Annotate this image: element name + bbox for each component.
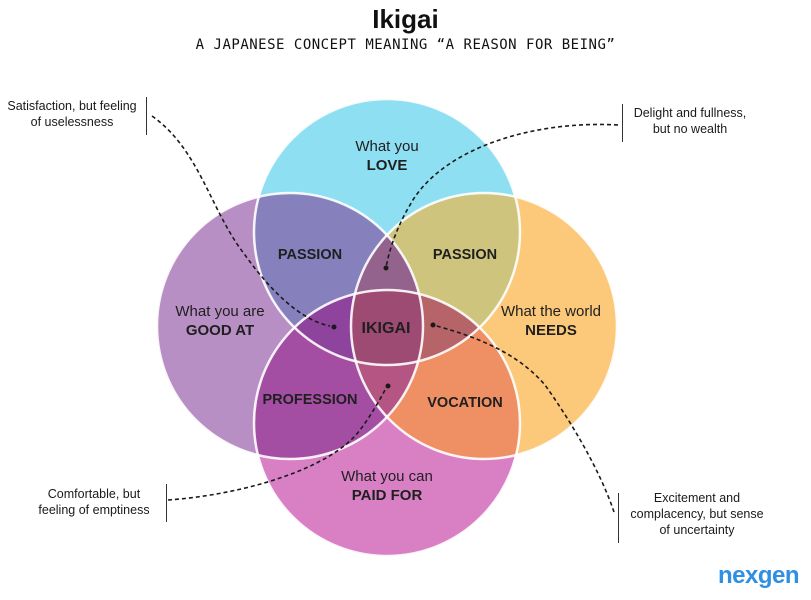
- note-bottom-right-line2: complacency, but sense: [630, 507, 764, 521]
- note-bottom-left-bracket: [166, 484, 167, 522]
- outline-good-at: [155, 191, 425, 461]
- note-bottom-right-bracket: [618, 493, 619, 543]
- connector-bottom-left: [167, 383, 389, 501]
- good-at-label-line2: GOOD AT: [186, 322, 254, 339]
- page-title: Ikigai: [372, 4, 439, 34]
- outline-love: [252, 97, 522, 367]
- vocation-label: VOCATION: [427, 395, 502, 411]
- passion-right-label: PASSION: [433, 247, 497, 263]
- connector-end-dot-tl: [331, 324, 337, 330]
- needs-label-line1: What the world: [501, 303, 601, 320]
- page-subtitle: A JAPANESE CONCEPT MEANING “A REASON FOR…: [195, 37, 616, 53]
- outline-paid-for: [252, 288, 522, 558]
- note-bottom-left-line2: feeling of emptiness: [38, 503, 150, 517]
- connector-top-left: [151, 115, 331, 327]
- paid-for-label-line2: PAID FOR: [352, 487, 423, 504]
- note-top-left: Satisfaction, but feeling of uselessness: [4, 98, 140, 130]
- love-label-line1: What you: [355, 138, 418, 155]
- good-at-label-line1: What you are: [175, 303, 264, 320]
- note-top-right: Delight and fullness, but no wealth: [627, 105, 753, 137]
- note-bottom-right-line3: of uncertainty: [659, 523, 735, 537]
- needs-label-line2: NEEDS: [525, 322, 577, 339]
- note-bottom-left-line1: Comfortable, but: [47, 487, 141, 501]
- passion-left-label: PASSION: [278, 247, 342, 263]
- nexgen-logo: nexgen: [717, 562, 800, 589]
- note-top-left-bracket: [146, 97, 147, 135]
- note-bottom-right: Excitement and complacency, but sense of…: [622, 490, 772, 538]
- note-bottom-right-line1: Excitement and: [653, 491, 741, 505]
- outline-needs: [349, 191, 619, 461]
- paid-for-label-line1: What you can: [341, 468, 433, 485]
- note-top-right-line2: but no wealth: [652, 122, 728, 136]
- love-label-line2: LOVE: [367, 157, 408, 174]
- note-top-left-line1: Satisfaction, but feeling: [7, 99, 137, 113]
- note-bottom-left: Comfortable, but feeling of emptiness: [26, 486, 162, 518]
- connector-end-dot-bl: [385, 383, 391, 389]
- note-top-right-bracket: [622, 104, 623, 142]
- connector-top-right: [385, 123, 619, 269]
- note-top-right-line1: Delight and fullness,: [633, 106, 747, 120]
- profession-label: PROFESSION: [262, 392, 357, 408]
- note-top-left-line2: of uselessness: [30, 115, 114, 129]
- connector-end-dot-br: [430, 322, 436, 328]
- connector-end-dot-tr: [383, 265, 389, 271]
- ikigai-center-label: IKIGAI: [362, 320, 411, 337]
